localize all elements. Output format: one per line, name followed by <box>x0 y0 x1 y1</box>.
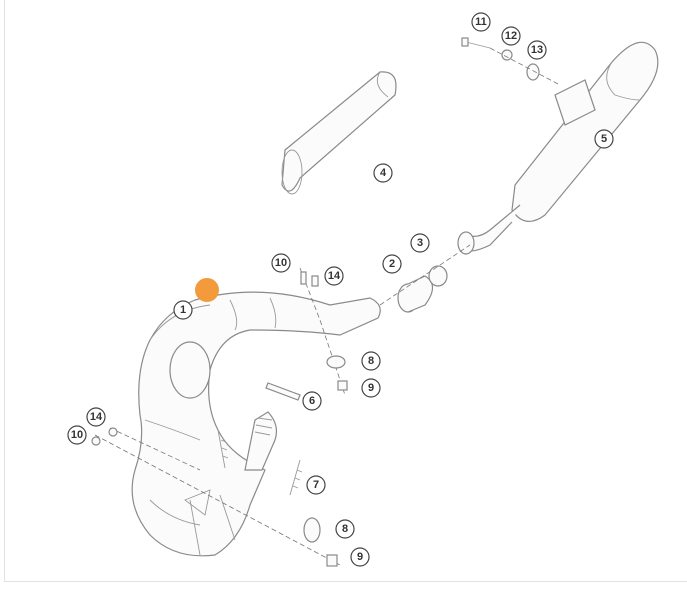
callout-7[interactable]: 7 <box>306 475 326 495</box>
callout-circle <box>471 12 491 32</box>
callout-circle <box>86 407 106 427</box>
callout-label: 11 <box>475 16 487 28</box>
callout-circle <box>361 378 381 398</box>
callout-4[interactable]: 4 <box>373 163 393 183</box>
callout-11[interactable]: 11 <box>471 12 491 32</box>
seal-part <box>379 244 471 313</box>
callout-9[interactable]: 9 <box>350 547 370 567</box>
callout-circle <box>594 129 614 149</box>
callout-label: 5 <box>601 133 607 145</box>
bolt-washers <box>461 37 561 86</box>
callout-label: 9 <box>368 382 374 394</box>
callout-1[interactable]: 1 <box>173 300 193 320</box>
callout-circle <box>382 254 402 274</box>
callout-13[interactable]: 13 <box>527 40 547 60</box>
callout-label: 2 <box>389 258 395 270</box>
muffler-part <box>457 41 659 255</box>
callout-label: 14 <box>328 270 341 282</box>
callout-10[interactable]: 10 <box>67 425 87 445</box>
callout-label: 10 <box>71 429 83 441</box>
callout-circle <box>373 163 393 183</box>
bracket-lower <box>91 427 341 567</box>
callout-circle <box>501 26 521 46</box>
callout-circle <box>350 547 370 567</box>
callout-2[interactable]: 2 <box>382 254 402 274</box>
callout-14[interactable]: 14 <box>324 266 344 286</box>
callout-label: 7 <box>313 479 319 491</box>
callout-label: 13 <box>531 44 543 56</box>
callout-circle <box>410 233 430 253</box>
callout-label: 6 <box>309 395 315 407</box>
callout-10[interactable]: 10 <box>271 253 291 273</box>
callout-8[interactable]: 8 <box>335 519 355 539</box>
callout-3[interactable]: 3 <box>410 233 430 253</box>
callout-14[interactable]: 14 <box>86 407 106 427</box>
callout-circle <box>306 475 326 495</box>
callout-8[interactable]: 8 <box>361 351 381 371</box>
springs <box>217 382 303 496</box>
callout-12[interactable]: 12 <box>501 26 521 46</box>
callout-label: 3 <box>417 237 423 249</box>
callout-label: 10 <box>275 257 287 269</box>
callout-circle <box>335 519 355 539</box>
callout-label: 1 <box>180 304 186 316</box>
callout-circle <box>324 266 344 286</box>
callout-5[interactable]: 5 <box>594 129 614 149</box>
callout-label: 12 <box>505 30 517 42</box>
callout-circle <box>173 300 193 320</box>
callout-label: 14 <box>90 411 103 423</box>
callout-circle <box>302 391 322 411</box>
heat-shield-part <box>281 71 397 195</box>
callout-6[interactable]: 6 <box>302 391 322 411</box>
callout-circle <box>271 253 291 273</box>
callout-label: 8 <box>342 523 348 535</box>
callout-label: 4 <box>380 167 387 179</box>
callout-label: 9 <box>357 551 363 563</box>
bracket-upper <box>299 267 348 396</box>
exhaust-pipe-part <box>131 291 381 557</box>
callout-label: 8 <box>368 355 374 367</box>
callout-circle <box>361 351 381 371</box>
callout-9[interactable]: 9 <box>361 378 381 398</box>
callout-circle <box>67 425 87 445</box>
callout-circle <box>527 40 547 60</box>
selection-marker[interactable] <box>195 278 219 302</box>
